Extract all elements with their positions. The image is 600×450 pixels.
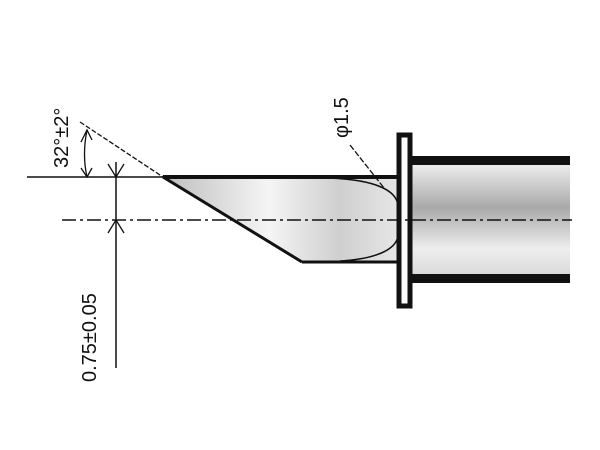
angle-dimension xyxy=(80,128,93,179)
offset-label: 0.75±0.05 xyxy=(79,293,101,382)
diameter-leader xyxy=(349,144,385,189)
angle-label: 32°±2° xyxy=(51,108,73,168)
offset-dimension xyxy=(107,162,125,368)
diameter-label: φ1.5 xyxy=(331,97,353,138)
angle-extension-line xyxy=(79,121,164,178)
